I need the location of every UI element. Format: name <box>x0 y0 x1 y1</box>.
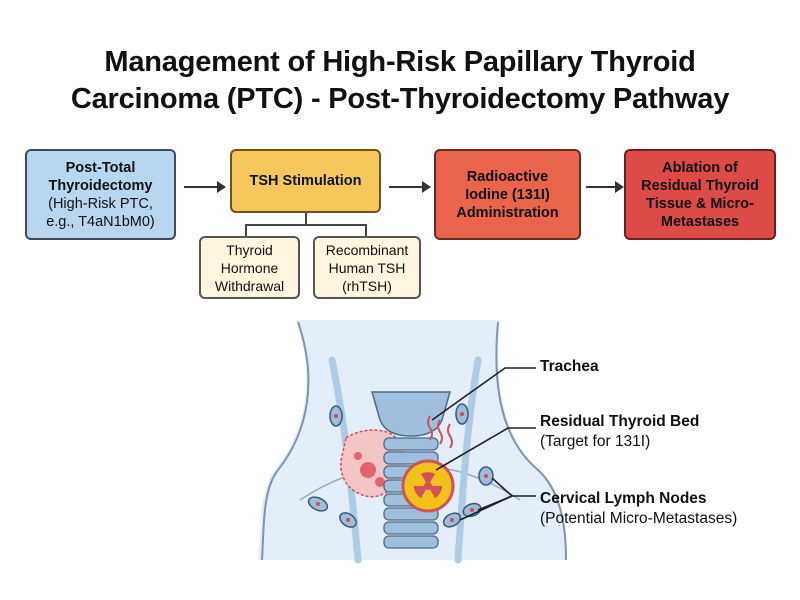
label-lymph-nodes: Cervical Lymph Nodes (Potential Micro-Me… <box>540 489 737 529</box>
step4-line4: Metastases <box>660 213 740 230</box>
leader-lymph-3 <box>459 495 513 521</box>
label-trachea: Trachea <box>540 357 599 377</box>
step1-line4: e.g., T4aN1bM0) <box>46 213 155 230</box>
arrow-2 <box>389 181 431 193</box>
branch-bar <box>245 224 366 226</box>
radiation-wave <box>427 415 433 441</box>
label-thyroid-bed: Residual Thyroid Bed (Target for 131I) <box>540 412 699 452</box>
leader-trachea <box>431 367 536 421</box>
branch-right <box>365 224 367 237</box>
option-rhtsh: Recombinant Human TSH (rhTSH) <box>313 236 421 299</box>
branch-left <box>245 224 247 237</box>
tumor-spot <box>354 452 362 460</box>
label-thyroid-bed-title: Residual Thyroid Bed <box>540 413 700 430</box>
step4-line3: Tissue & Micro- <box>646 195 754 212</box>
step1-line2: Thyroidectomy <box>48 177 153 194</box>
neck-outline-left <box>261 321 310 561</box>
step3-line2: Iodine (131I) <box>465 186 550 203</box>
step-tsh-stimulation: TSH Stimulation <box>230 149 381 213</box>
label-lymph-nodes-title: Cervical Lymph Nodes <box>540 490 707 507</box>
optionA-line1: Thyroid <box>226 241 273 258</box>
tumor-spot <box>375 477 385 487</box>
leader-thyroid-bed <box>435 427 536 471</box>
vessel-right <box>454 356 482 564</box>
tumor-spot <box>360 462 376 478</box>
optionA-line2: Hormone <box>220 259 279 276</box>
step3-line3: Administration <box>456 204 559 221</box>
step1-line3: (High-Risk PTC, <box>48 195 153 212</box>
larynx <box>371 391 451 437</box>
optionB-line1: Recombinant <box>325 241 409 258</box>
step3-line1: Radioactive <box>466 168 549 185</box>
step-post-thyroidectomy: Post-Total Thyroidectomy (High-Risk PTC,… <box>25 149 176 240</box>
optionA-line3: Withdrawal <box>214 277 285 294</box>
page-title: Management of High-Risk Papillary Thyroi… <box>0 44 800 118</box>
title-line-2: Carcinoma (PTC) - Post-Thyroidectomy Pat… <box>70 83 730 115</box>
optionB-line3: (rhTSH) <box>342 277 392 294</box>
radiation-wave <box>447 423 453 449</box>
step4-line2: Residual Thyroid <box>641 177 759 194</box>
arrow-1 <box>184 181 226 193</box>
label-trachea-text: Trachea <box>540 358 599 375</box>
radiation-trefoil-icon <box>401 459 455 513</box>
label-thyroid-bed-sub: (Target for 131I) <box>540 433 651 450</box>
branch-stem <box>305 213 307 225</box>
step1-line1: Post-Total <box>65 159 136 176</box>
step-radioactive-iodine: Radioactive Iodine (131I) Administration <box>434 149 581 240</box>
title-line-1: Management of High-Risk Papillary Thyroi… <box>104 46 696 78</box>
radiation-wave <box>437 419 443 445</box>
lymph-node-metastasis-dots <box>316 412 488 522</box>
optionB-line2: Human TSH <box>328 259 406 276</box>
option-hormone-withdrawal: Thyroid Hormone Withdrawal <box>199 236 300 299</box>
step2-label: TSH Stimulation <box>249 173 362 189</box>
step4-line1: Ablation of <box>662 159 738 176</box>
arrow-3 <box>586 181 624 193</box>
step-ablation: Ablation of Residual Thyroid Tissue & Mi… <box>624 149 776 240</box>
label-lymph-nodes-sub: (Potential Micro-Metastases) <box>540 510 738 527</box>
